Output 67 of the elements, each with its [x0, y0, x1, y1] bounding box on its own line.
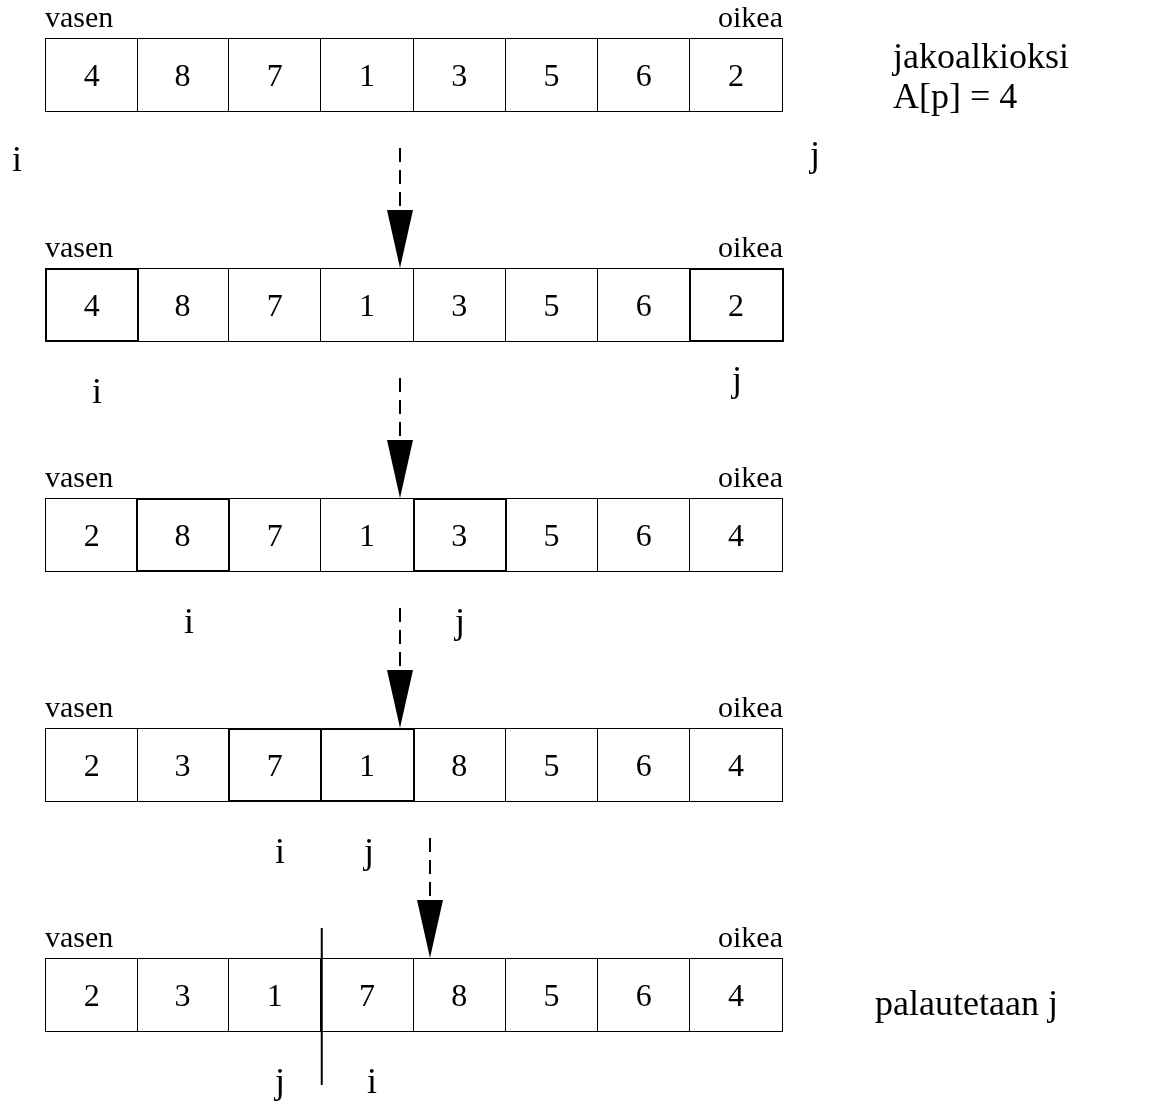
array-bar — [45, 498, 783, 572]
index-label: j — [810, 135, 820, 175]
array-bar — [45, 38, 783, 112]
array-cell: 3 — [136, 729, 229, 801]
bound-label: oikea — [718, 922, 783, 952]
index-label: i — [367, 1062, 377, 1102]
index-label: j — [455, 602, 465, 642]
array-cell: 8 — [136, 499, 229, 571]
note-text: jakoalkioksi A[p] = 4 — [893, 37, 1070, 117]
index-label: i — [184, 602, 194, 642]
array-cell: 4 — [46, 39, 139, 111]
array-cell: 1 — [321, 269, 414, 341]
array-cell: 6 — [598, 499, 691, 571]
array-cell: 7 — [321, 959, 414, 1031]
bound-label: oikea — [718, 462, 783, 492]
index-label: j — [275, 1062, 285, 1102]
array-cell: 3 — [413, 269, 506, 341]
array-cell: 6 — [598, 959, 691, 1031]
array-cell: 5 — [505, 959, 598, 1031]
array-cell: 5 — [505, 499, 598, 571]
array-cell: 6 — [598, 729, 691, 801]
bound-label: vasen — [45, 922, 114, 952]
bound-label: oikea — [718, 2, 783, 32]
array-bar — [45, 268, 783, 342]
array-cell: 7 — [229, 499, 322, 571]
bound-label: vasen — [45, 692, 114, 722]
array-cell: 7 — [229, 269, 322, 341]
array-cell: 3 — [136, 959, 229, 1031]
array-cell: 2 — [46, 959, 139, 1031]
index-label: i — [92, 372, 102, 412]
array-bar — [45, 958, 783, 1032]
array-cell: 2 — [690, 269, 783, 341]
array-cell: 8 — [413, 729, 506, 801]
array-cell: 2 — [46, 729, 139, 801]
array-cell: 8 — [136, 39, 229, 111]
index-label: j — [732, 360, 742, 400]
array-cell: 6 — [598, 39, 691, 111]
bound-label: vasen — [45, 2, 114, 32]
array-cell: 5 — [505, 729, 598, 801]
array-cell: 3 — [413, 499, 506, 571]
array-cell: 1 — [321, 729, 414, 801]
array-cell: 2 — [46, 499, 139, 571]
array-cell: 1 — [321, 499, 414, 571]
array-cell: 3 — [413, 39, 506, 111]
array-cell: 5 — [505, 269, 598, 341]
bound-label: oikea — [718, 232, 783, 262]
bound-label: vasen — [45, 232, 114, 262]
index-label: i — [275, 832, 285, 872]
note-text: palautetaan j — [875, 984, 1059, 1024]
array-cell: 4 — [46, 269, 139, 341]
array-cell: 8 — [136, 269, 229, 341]
array-cell: 4 — [690, 959, 783, 1031]
array-cell: 7 — [229, 39, 322, 111]
array-cell: 4 — [690, 729, 783, 801]
array-cell: 4 — [690, 499, 783, 571]
index-label: j — [364, 832, 374, 872]
bound-label: vasen — [45, 462, 114, 492]
index-label: i — [12, 140, 22, 180]
array-cell: 8 — [413, 959, 506, 1031]
array-cell: 2 — [690, 39, 783, 111]
array-cell: 5 — [505, 39, 598, 111]
array-cell: 1 — [321, 39, 414, 111]
bound-label: oikea — [718, 692, 783, 722]
array-cell: 1 — [229, 959, 322, 1031]
array-cell: 6 — [598, 269, 691, 341]
array-cell: 7 — [229, 729, 322, 801]
array-bar — [45, 728, 783, 802]
